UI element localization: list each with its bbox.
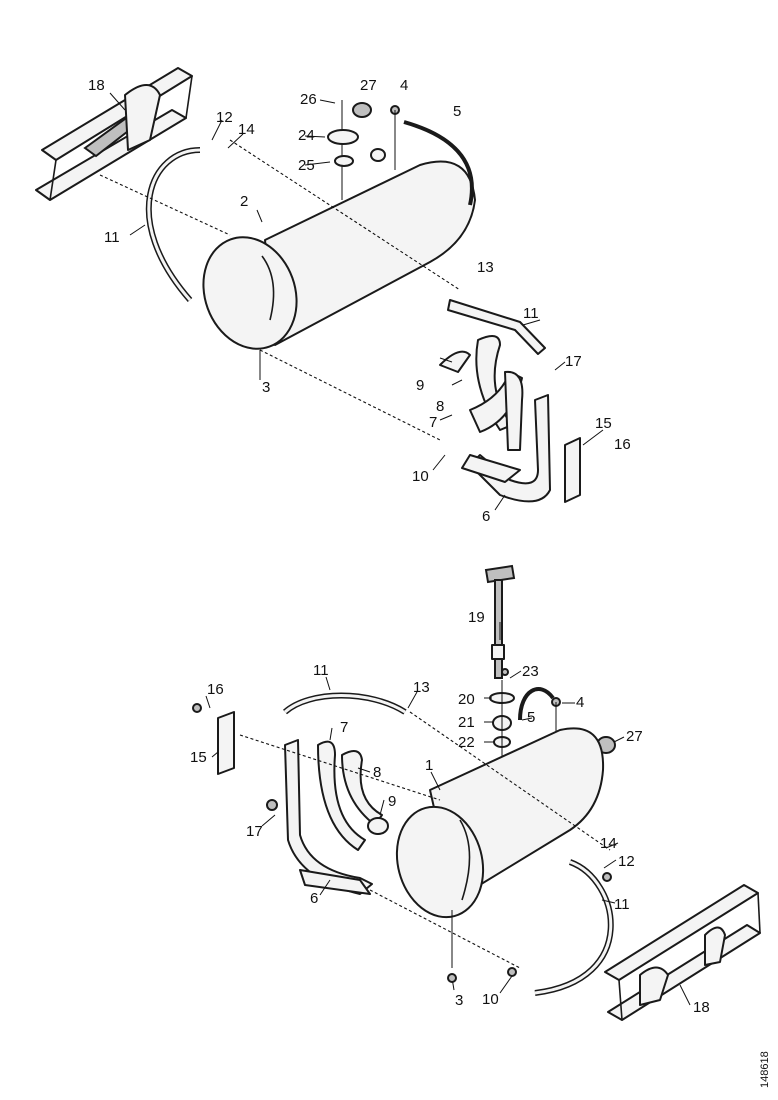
callout-18-bottom: 18 bbox=[693, 999, 710, 1016]
callout-1-bottom: 1 bbox=[425, 757, 433, 774]
hardware-bottom bbox=[192, 668, 612, 983]
callout-9-bottom: 9 bbox=[388, 793, 396, 810]
callout-17-top: 17 bbox=[565, 353, 582, 370]
callout-3-top: 3 bbox=[262, 379, 270, 396]
callout-19-bottom: 19 bbox=[468, 609, 485, 626]
callout-14-top: 14 bbox=[238, 121, 255, 138]
callout-6-bottom: 6 bbox=[310, 890, 318, 907]
callout-9-top: 9 bbox=[416, 377, 424, 394]
filler-fittings-top bbox=[327, 100, 474, 206]
left-bracket-parts-bottom bbox=[217, 711, 389, 895]
callout-12-top: 12 bbox=[216, 109, 233, 126]
callout-11-top-bottom: 11 bbox=[313, 662, 329, 679]
reference-code: 148618 bbox=[759, 1051, 771, 1088]
callout-15-top: 15 bbox=[595, 415, 612, 432]
callout-17-bottom: 17 bbox=[246, 823, 263, 840]
callout-15-bottom: 15 bbox=[190, 749, 207, 766]
callout-10-top: 10 bbox=[412, 468, 429, 485]
leaders-bottom bbox=[205, 622, 691, 1006]
top-assembly: 18 12 14 26 27 4 5 24 25 2 11 13 11 17 9… bbox=[35, 67, 631, 525]
sender-unit-bottom bbox=[484, 564, 516, 679]
callout-7-bottom: 7 bbox=[340, 719, 348, 736]
callout-27-bottom: 27 bbox=[626, 728, 643, 745]
callout-6-top: 6 bbox=[482, 508, 490, 525]
callout-24-top: 24 bbox=[298, 127, 315, 144]
tank-strap-right-bottom bbox=[534, 859, 614, 996]
callout-11-right-top: 11 bbox=[523, 305, 539, 322]
callout-4-top: 4 bbox=[400, 77, 408, 94]
callout-23-bottom: 23 bbox=[522, 663, 539, 680]
callout-16-bottom: 16 bbox=[207, 681, 224, 698]
callout-13-bottom: 13 bbox=[413, 679, 430, 696]
bottom-assembly: 19 23 11 13 16 20 4 5 21 7 15 22 27 8 1 … bbox=[190, 564, 761, 1021]
crossmember-bracket-bottom bbox=[604, 884, 761, 1021]
callout-16-top: 16 bbox=[614, 436, 631, 453]
callout-5-bottom: 5 bbox=[527, 709, 535, 726]
callout-4-bottom: 4 bbox=[576, 694, 584, 711]
callout-25-top: 25 bbox=[298, 157, 315, 174]
callout-27-top: 27 bbox=[360, 77, 377, 94]
callout-8-top: 8 bbox=[436, 398, 444, 415]
callout-13-top: 13 bbox=[477, 259, 494, 276]
right-bracket-parts-top bbox=[439, 299, 581, 503]
callout-26-top: 26 bbox=[300, 91, 317, 108]
fuel-tank-bottom bbox=[395, 727, 605, 919]
callout-14-bottom: 14 bbox=[600, 835, 617, 852]
callout-7-top: 7 bbox=[429, 414, 437, 431]
callout-18-top: 18 bbox=[88, 77, 105, 94]
callout-11-left-top: 11 bbox=[104, 229, 120, 246]
callout-21-bottom: 21 bbox=[458, 714, 475, 731]
callout-12-bottom: 12 bbox=[618, 853, 635, 870]
crossmember-bracket-top bbox=[35, 67, 193, 201]
callout-20-bottom: 20 bbox=[458, 691, 475, 708]
callout-8-bottom: 8 bbox=[373, 764, 381, 781]
callout-22-bottom: 22 bbox=[458, 734, 475, 751]
callout-10-bottom: 10 bbox=[482, 991, 499, 1008]
fuel-tank-top bbox=[202, 160, 476, 350]
callout-5-top: 5 bbox=[453, 103, 461, 120]
leaders-top bbox=[99, 92, 604, 511]
callout-2-top: 2 bbox=[240, 193, 248, 210]
callout-3-bottom: 3 bbox=[455, 992, 463, 1009]
callout-11-right-bottom: 11 bbox=[614, 896, 630, 913]
